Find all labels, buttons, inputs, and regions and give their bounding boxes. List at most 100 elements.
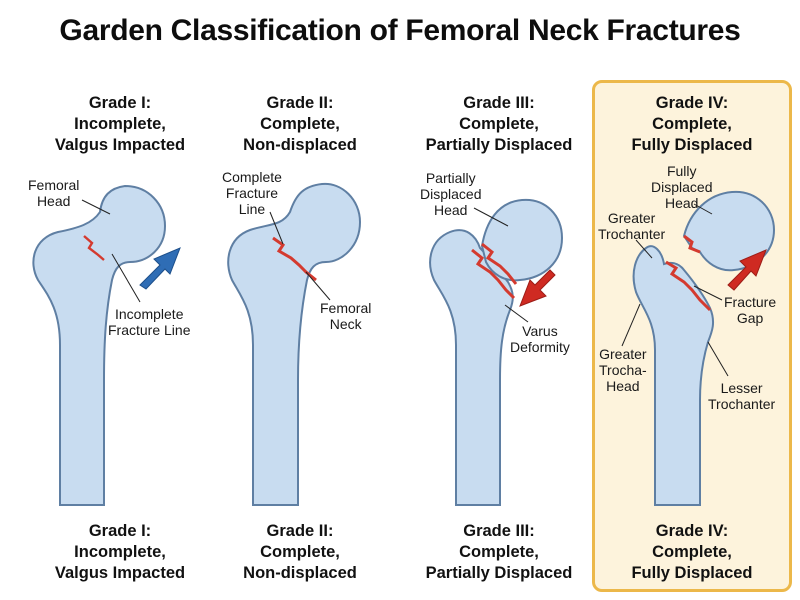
heading-line: Grade IV: [655, 522, 729, 540]
grade-i-femur-shaft [32, 184, 167, 506]
grade-iv-fracture-gap-label: Fracture Gap [724, 294, 776, 326]
label-line: Fracture [724, 294, 777, 310]
grade-iii-fracture-line-a [471, 248, 516, 300]
heading-line: Non-displaced [243, 136, 357, 154]
grade-i-femoral-head-label: Femoral Head [28, 177, 79, 209]
grade-iv-femur [621, 190, 776, 506]
heading-line: Complete, [652, 115, 732, 133]
heading-line: Fully Displaced [631, 136, 753, 154]
heading-line: Fully Displaced [631, 564, 753, 582]
grade-ii-femoral-neck-label: Femoral Neck [320, 300, 371, 332]
label-line: Lesser [720, 380, 763, 396]
heading-line: Incomplete, [74, 115, 166, 133]
grade-iii-head-leader [473, 207, 509, 227]
label-line: Femoral [320, 300, 372, 316]
label-line: Incomplete [115, 306, 184, 322]
label-line: Femoral [28, 177, 80, 193]
grade-i-head-leader [81, 199, 111, 215]
grade-iii-fracture-line-b [481, 242, 518, 285]
grade-i-top-heading: Grade I: Incomplete, Valgus Impacted [25, 93, 215, 156]
heading-line: Valgus Impacted [54, 564, 186, 582]
grade-iv-lesser-trochanter-label: Lesser Trochanter [708, 380, 775, 412]
grade-i-fracture-line [83, 235, 105, 261]
grade-iv-top-heading: Grade IV: Complete, Fully Displaced [597, 93, 787, 156]
label-line: Trochanter [598, 226, 666, 242]
grade-iv-head-fracture-edge [683, 234, 701, 254]
grade-ii-line-leader [269, 211, 284, 245]
grade-iv-trocha-leader [621, 303, 641, 347]
grade-iv-displacement-arrow [727, 249, 767, 291]
label-line: Varus [522, 323, 558, 339]
grade-iv-femur-shaft [632, 245, 715, 506]
grade-iv-greater-trochanter-label: Greater Trochanter [598, 210, 665, 242]
label-line: Fracture Line [108, 322, 191, 338]
label-line: Gap [736, 310, 764, 326]
heading-line: Complete, [459, 543, 539, 561]
heading-line: Partially Displaced [425, 136, 573, 154]
grade-i-line-leader [111, 253, 141, 303]
heading-line: Grade II: [266, 94, 334, 112]
grade-i-bottom-heading: Grade I: Incomplete, Valgus Impacted [25, 521, 215, 584]
grade-iii-top-heading: Grade III: Complete, Partially Displaced [404, 93, 594, 156]
heading-line: Complete, [459, 115, 539, 133]
grade-iii-femoral-head [480, 198, 564, 282]
label-line: Displaced [420, 186, 482, 202]
grade-iv-head-leader [693, 203, 713, 215]
label-line: Trocha- [599, 362, 647, 378]
grade-iv-lesser-leader [707, 341, 729, 377]
label-line: Greater [607, 210, 656, 226]
heading-line: Valgus Impacted [54, 136, 186, 154]
heading-line: Grade II: [266, 522, 334, 540]
grade-iii-varus-deformity-label: Varus Deformity [510, 323, 570, 355]
heading-line: Grade IV: [655, 94, 729, 112]
label-line: Deformity [510, 339, 570, 355]
label-line: Line [238, 201, 266, 217]
grade-iii-femur-shaft [429, 229, 514, 506]
grade-iii-varus-arrow [519, 269, 556, 307]
heading-line: Incomplete, [74, 543, 166, 561]
grade-iii-displaced-head-label: Partially Displaced Head [420, 170, 481, 218]
heading-line: Non-displaced [243, 564, 357, 582]
label-line: Fracture [225, 185, 279, 201]
label-line: Head [434, 202, 468, 218]
grade-iv-bottom-heading: Grade IV: Complete, Fully Displaced [597, 521, 787, 584]
grade-iv-displaced-head [682, 190, 776, 272]
heading-line: Partially Displaced [425, 564, 573, 582]
grade-iv-greater-trocha-head-label: Greater Trocha- Head [599, 346, 647, 394]
grade-ii-femur [227, 182, 362, 506]
heading-line: Complete, [260, 543, 340, 561]
label-line: Complete [222, 169, 282, 185]
heading-line: Grade I: [88, 522, 152, 540]
grade-ii-top-heading: Grade II: Complete, Non-displaced [205, 93, 395, 156]
diagram-title: Garden Classification of Femoral Neck Fr… [59, 14, 741, 47]
label-line: Greater [599, 346, 647, 362]
grade-iv-gap-leader [693, 285, 723, 301]
heading-line: Grade III: [463, 522, 535, 540]
heading-line: Complete, [260, 115, 340, 133]
label-line: Fully [666, 163, 697, 179]
grade-iv-greater-leader [635, 239, 653, 259]
grade-i-valgus-arrow [139, 247, 181, 290]
grade-iii-bottom-heading: Grade III: Complete, Partially Displaced [404, 521, 594, 584]
label-line: Head [665, 195, 699, 211]
heading-line: Grade I: [88, 94, 152, 112]
grade-ii-neck-leader [305, 271, 331, 301]
label-line: Trochanter [708, 396, 776, 412]
grade-ii-femur-shaft [227, 182, 362, 506]
grade-i-femur [32, 184, 181, 506]
grade-iii-femur [429, 198, 564, 506]
grade-i-fracture-line-label: Incomplete Fracture Line [108, 306, 190, 338]
label-line: Neck [329, 316, 362, 332]
label-line: Partially [425, 170, 476, 186]
heading-line: Grade III: [463, 94, 535, 112]
grade-ii-bottom-heading: Grade II: Complete, Non-displaced [205, 521, 395, 584]
heading-line: Complete, [652, 543, 732, 561]
grade-iv-neck-fracture-edge [665, 260, 712, 312]
grade-ii-fracture-line-label: Complete Fracture Line [222, 169, 282, 217]
grade-iv-displaced-head-label: Fully Displaced Head [651, 163, 712, 211]
label-line: Head [36, 193, 71, 209]
label-line: Displaced [651, 179, 713, 195]
grade-iii-varus-leader [504, 304, 529, 323]
label-line: Head [606, 378, 640, 394]
